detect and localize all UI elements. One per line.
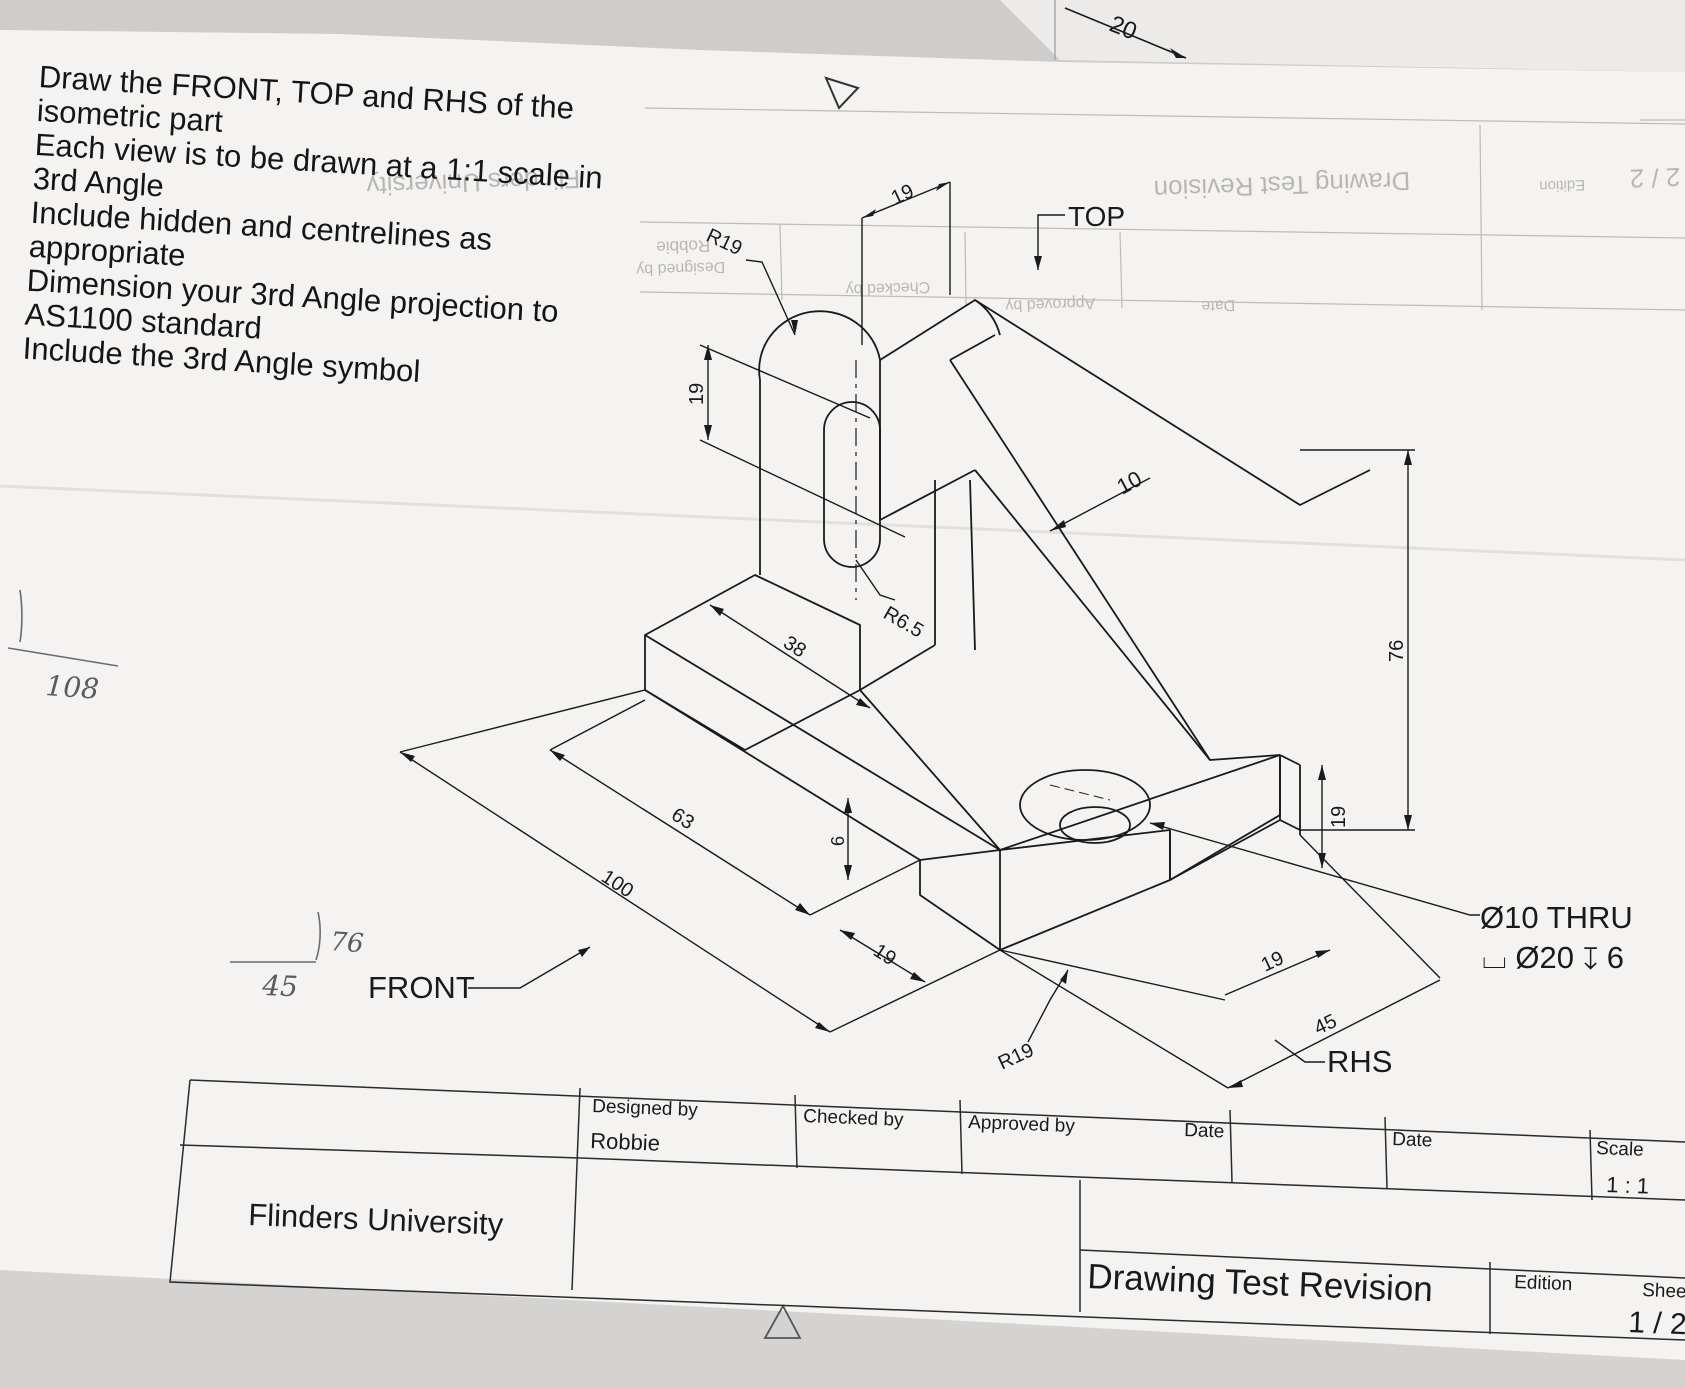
rib-top-cap	[949, 334, 996, 361]
scale-label: Scale	[1596, 1138, 1644, 1161]
show-through-edition: Edition	[1539, 176, 1585, 195]
approved-by-label: Approved by	[968, 1112, 1076, 1137]
counterbore-outer	[1019, 769, 1151, 841]
title-block	[169, 1079, 1685, 1341]
dim-6: 6	[828, 836, 848, 846]
third-angle-mark-top	[824, 76, 860, 110]
rib-inner-edge	[974, 469, 1211, 761]
view-label-rhs: RHS	[1327, 1044, 1392, 1079]
paper-sheet	[0, 30, 1685, 1388]
pencil-note-108: 108	[45, 669, 101, 706]
dim-76: 76	[1386, 640, 1408, 662]
show-through-sheet: 2 / 2	[1629, 162, 1681, 194]
pillar-base-edge	[859, 644, 936, 691]
sheet-label: Sheet	[1642, 1280, 1685, 1303]
rhs-diagonal	[859, 689, 1001, 851]
date-label-2: Date	[1392, 1129, 1433, 1152]
pencil-note-45: 45	[261, 969, 299, 1003]
second-sheet-edge	[1000, 0, 1685, 72]
dim-19-left: 19	[686, 383, 708, 405]
show-through-company: Flinders University	[366, 164, 581, 201]
dimension-arrows	[400, 182, 1412, 1088]
pencil-note-76: 76	[330, 927, 365, 959]
pillar-right-bottom	[879, 469, 976, 521]
show-through-checked: Checked by	[845, 278, 930, 298]
rhs-block-edge	[1279, 819, 1301, 831]
designed-by-label: Designed by	[592, 1096, 699, 1121]
base-bottom-edge	[644, 689, 921, 861]
show-through-robbie: Robbie	[656, 236, 711, 257]
pillar-slot	[823, 401, 881, 568]
rib-top-edge	[974, 299, 1371, 506]
isometric-part	[644, 299, 1371, 951]
show-through-date: Date	[1201, 296, 1235, 314]
pencil-marks	[7, 589, 321, 963]
scale-value: 1 : 1	[1606, 1172, 1650, 1199]
hole-callout-line2: ⌴ Ø20 ↧ 6	[1482, 940, 1624, 975]
base-top-edge	[644, 634, 1001, 851]
designed-by-value: Robbie	[590, 1128, 661, 1156]
hole-centreline	[1049, 784, 1111, 801]
show-through-designed: Designed by	[636, 258, 725, 278]
date-label-1: Date	[1184, 1120, 1225, 1143]
sheet-value: 1 / 2	[1628, 1306, 1685, 1341]
counterbore-inner	[1059, 806, 1131, 844]
show-through-lines	[639, 107, 1685, 311]
hole-callout-line1: Ø10 THRU	[1480, 900, 1633, 935]
show-through-text: Drawing Test Revision Flinders Universit…	[366, 162, 1681, 314]
edition-label: Edition	[1514, 1272, 1573, 1295]
pillar-left-face	[758, 310, 881, 575]
dim-20-line	[1064, 7, 1187, 59]
paper-fold	[0, 484, 1685, 562]
dim-19-small: 19	[1328, 806, 1350, 828]
dim-20-arrow	[1170, 48, 1186, 58]
show-through-approved: Approved by	[1005, 294, 1095, 314]
view-label-top: TOP	[1068, 201, 1125, 232]
pillar-back-edge	[969, 479, 976, 651]
checked-by-label: Checked by	[803, 1106, 905, 1131]
table-surface	[0, 1270, 1685, 1388]
rhs-corner-edge	[1279, 754, 1301, 766]
dimension-lines	[399, 181, 1480, 1089]
third-angle-mark-bottom	[763, 1304, 802, 1339]
view-label-front: FRONT	[368, 970, 475, 1005]
instructions-block: Draw the FRONT, TOP and RHS of the isome…	[22, 59, 639, 401]
